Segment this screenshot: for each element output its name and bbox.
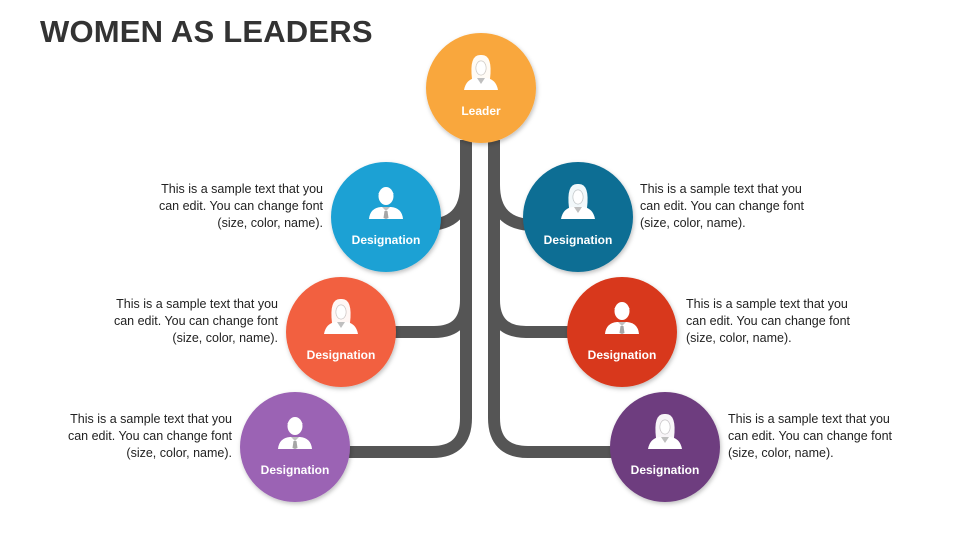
connector-left-3 bbox=[340, 140, 472, 458]
designation-node-1[interactable]: Designation bbox=[331, 162, 441, 272]
description-text-3: This is a sample text that you can edit.… bbox=[113, 297, 278, 345]
designation-node-6-label: Designation bbox=[631, 463, 700, 477]
leader-node[interactable]: Leader bbox=[426, 33, 536, 143]
designation-node-3-label: Designation bbox=[307, 348, 376, 362]
description-text-4: This is a sample text that you can edit.… bbox=[686, 297, 851, 345]
page-title: WOMEN AS LEADERS bbox=[40, 14, 373, 49]
man-icon bbox=[278, 417, 312, 449]
woman-icon bbox=[561, 183, 595, 219]
woman-icon bbox=[464, 54, 498, 90]
connector-right-3 bbox=[488, 140, 620, 458]
designation-node-4-label: Designation bbox=[588, 348, 657, 362]
description-text-6: This is a sample text that you can edit.… bbox=[728, 412, 893, 460]
man-icon bbox=[369, 187, 403, 219]
designation-node-5[interactable]: Designation bbox=[240, 392, 350, 502]
description-text-1: This is a sample text that you can edit.… bbox=[158, 182, 323, 230]
description-text-2: This is a sample text that you can edit.… bbox=[640, 182, 805, 230]
designation-node-1-label: Designation bbox=[352, 233, 421, 247]
designation-node-3[interactable]: Designation bbox=[286, 277, 396, 387]
designation-node-2-label: Designation bbox=[544, 233, 613, 247]
designation-node-4[interactable]: Designation bbox=[567, 277, 677, 387]
designation-node-6[interactable]: Designation bbox=[610, 392, 720, 502]
man-icon bbox=[605, 302, 639, 334]
designation-node-2[interactable]: Designation bbox=[523, 162, 633, 272]
woman-icon bbox=[324, 298, 358, 334]
woman-icon bbox=[648, 413, 682, 449]
description-text-5: This is a sample text that you can edit.… bbox=[67, 412, 232, 460]
connector-lines bbox=[340, 140, 620, 458]
leader-node-label: Leader bbox=[461, 104, 501, 118]
designation-node-5-label: Designation bbox=[261, 463, 330, 477]
